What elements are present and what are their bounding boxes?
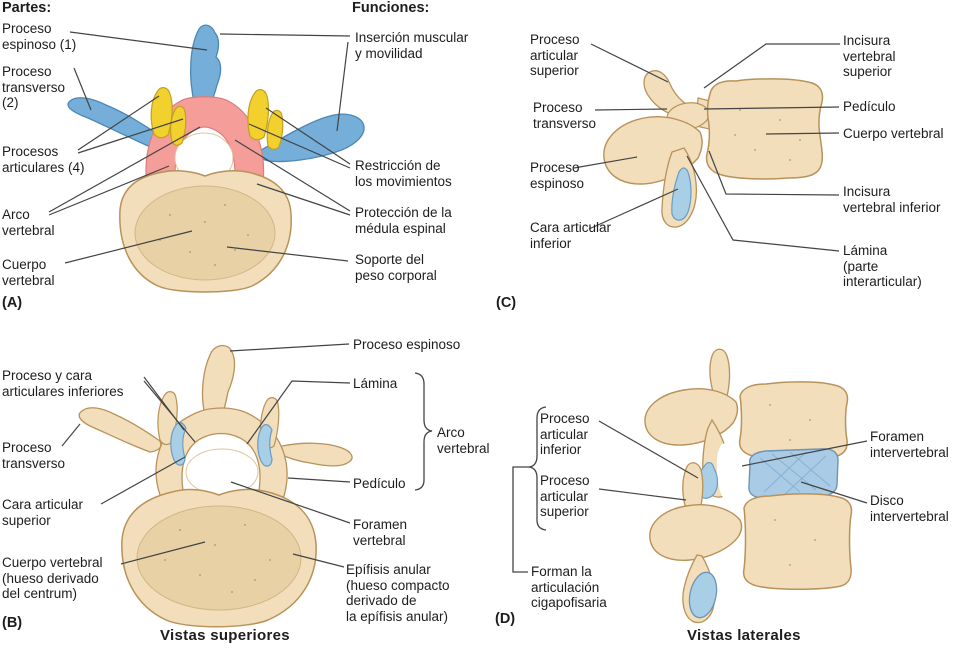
label-incisura-vertebral-superior: Incisura vertebral superior	[843, 33, 896, 79]
label-proceso-transverso-c: Proceso transverso	[533, 100, 597, 131]
panel-a-illustration	[67, 24, 365, 293]
label-cuerpo-vertebral-b: Cuerpo vertebral (hueso derivado del cen…	[2, 555, 103, 601]
cigapofisaria-bracket	[512, 466, 529, 573]
transverse-process-right-shape-b	[277, 442, 353, 467]
label-lamina-b: Lámina	[353, 376, 398, 391]
inferior-articular-facet-c	[671, 167, 692, 221]
vertebral-body-inner-texture	[134, 185, 276, 281]
upper-superior-articular-process-d	[709, 348, 731, 401]
label-forman-articulacion-cigapofisaria: Forman la articulación cigapofisaria	[531, 564, 607, 610]
label-restriccion-movimientos: Restricción de los movimientos	[355, 158, 452, 189]
lower-spinous-lobe-d	[649, 504, 743, 561]
label-soporte-peso: Soporte del peso corporal	[355, 252, 437, 283]
caption-vistas-superiores: Vistas superiores	[160, 627, 290, 644]
label-disco-intervertebral-d: Disco intervertebral	[870, 493, 949, 524]
label-proceso-transverso-a: Proceso transverso (2)	[2, 64, 66, 110]
articular-process-yellow-1	[150, 87, 173, 139]
label-cara-articular-superior-b: Cara articular superior	[2, 497, 84, 528]
label-cara-articular-inferior-c: Cara articular inferior	[530, 220, 612, 251]
label-proceso-espinoso-b: Proceso espinoso	[353, 337, 461, 352]
panel-marker-b: (B)	[2, 615, 23, 631]
upper-spinous-lobe-d	[644, 388, 739, 446]
articular-process-yellow-4	[266, 109, 284, 150]
label-lamina-interarticular: Lámina (parte interarticular)	[843, 243, 922, 289]
lower-superior-articular-process-d	[682, 462, 704, 515]
label-proteccion-medula: Protección de la médula espinal	[355, 205, 452, 236]
arco-vertebral-brace	[414, 372, 433, 491]
articular-facet-right-b	[257, 424, 273, 467]
label-foramen-intervertebral-d: Foramen intervertebral	[870, 429, 949, 460]
lower-inferior-facet-blue-d	[688, 571, 718, 619]
label-epifisis-anular-b: Epífisis anular (hueso compacto derivado…	[346, 562, 450, 624]
upper-vertebral-body-d	[738, 381, 849, 460]
body-speckles-c	[734, 109, 801, 161]
label-insercion-muscular: Inserción muscular y movilidad	[355, 30, 469, 61]
label-proceso-articular-superior-d: Proceso articular superior	[540, 473, 590, 519]
caption-vistas-laterales: Vistas laterales	[687, 627, 801, 644]
leader-lines	[48, 31, 868, 568]
label-procesos-articulares-a: Procesos articulares (4)	[2, 144, 85, 175]
vertebral-body-inner-texture-b	[136, 505, 302, 611]
label-proceso-articular-inferior-d: Proceso articular inferior	[540, 411, 590, 457]
body-speckles-d	[769, 404, 816, 566]
label-pediculo-b: Pedículo	[353, 476, 406, 491]
body-speckles-b	[164, 524, 271, 593]
label-proceso-espinoso-a: Proceso espinoso (1)	[2, 21, 77, 52]
vertebral-body-shape-c	[705, 78, 824, 180]
articular-process-yellow-2	[169, 105, 187, 146]
label-cuerpo-vertebral-c: Cuerpo vertebral	[843, 126, 944, 141]
panel-b-illustration	[78, 344, 353, 628]
label-pediculo-c: Pedículo	[843, 99, 896, 114]
label-arco-vertebral-b: Arco vertebral	[437, 425, 490, 456]
label-proceso-cara-articulares-inferiores: Proceso y cara articulares inferiores	[2, 368, 124, 399]
panel-marker-a: (A)	[2, 295, 23, 311]
articular-process-yellow-3	[247, 89, 270, 141]
label-cuerpo-vertebral-a: Cuerpo vertebral	[2, 257, 55, 288]
label-incisura-vertebral-inferior: Incisura vertebral inferior	[843, 184, 941, 215]
label-proceso-espinoso-c: Proceso espinoso	[530, 160, 585, 191]
lower-vertebral-body-d	[742, 493, 853, 590]
panel-marker-c: (C)	[496, 295, 517, 311]
funciones-header: Funciones:	[352, 0, 430, 16]
articular-facet-left-b	[170, 422, 187, 466]
label-proceso-articular-superior-c: Proceso articular superior	[530, 32, 580, 78]
braces	[414, 372, 547, 573]
panel-marker-d: (D)	[495, 611, 516, 627]
panel-c-illustration	[603, 70, 824, 228]
label-proceso-transverso-b: Proceso transverso	[2, 440, 66, 471]
transverse-process-left-shape-b	[78, 407, 162, 453]
label-foramen-vertebral-b: Foramen vertebral	[353, 517, 408, 548]
partes-header: Partes:	[2, 0, 52, 16]
label-arco-vertebral-a: Arco vertebral	[2, 207, 55, 238]
intervertebral-foramen-opening-d	[716, 443, 747, 500]
panel-d-illustration	[644, 348, 853, 624]
